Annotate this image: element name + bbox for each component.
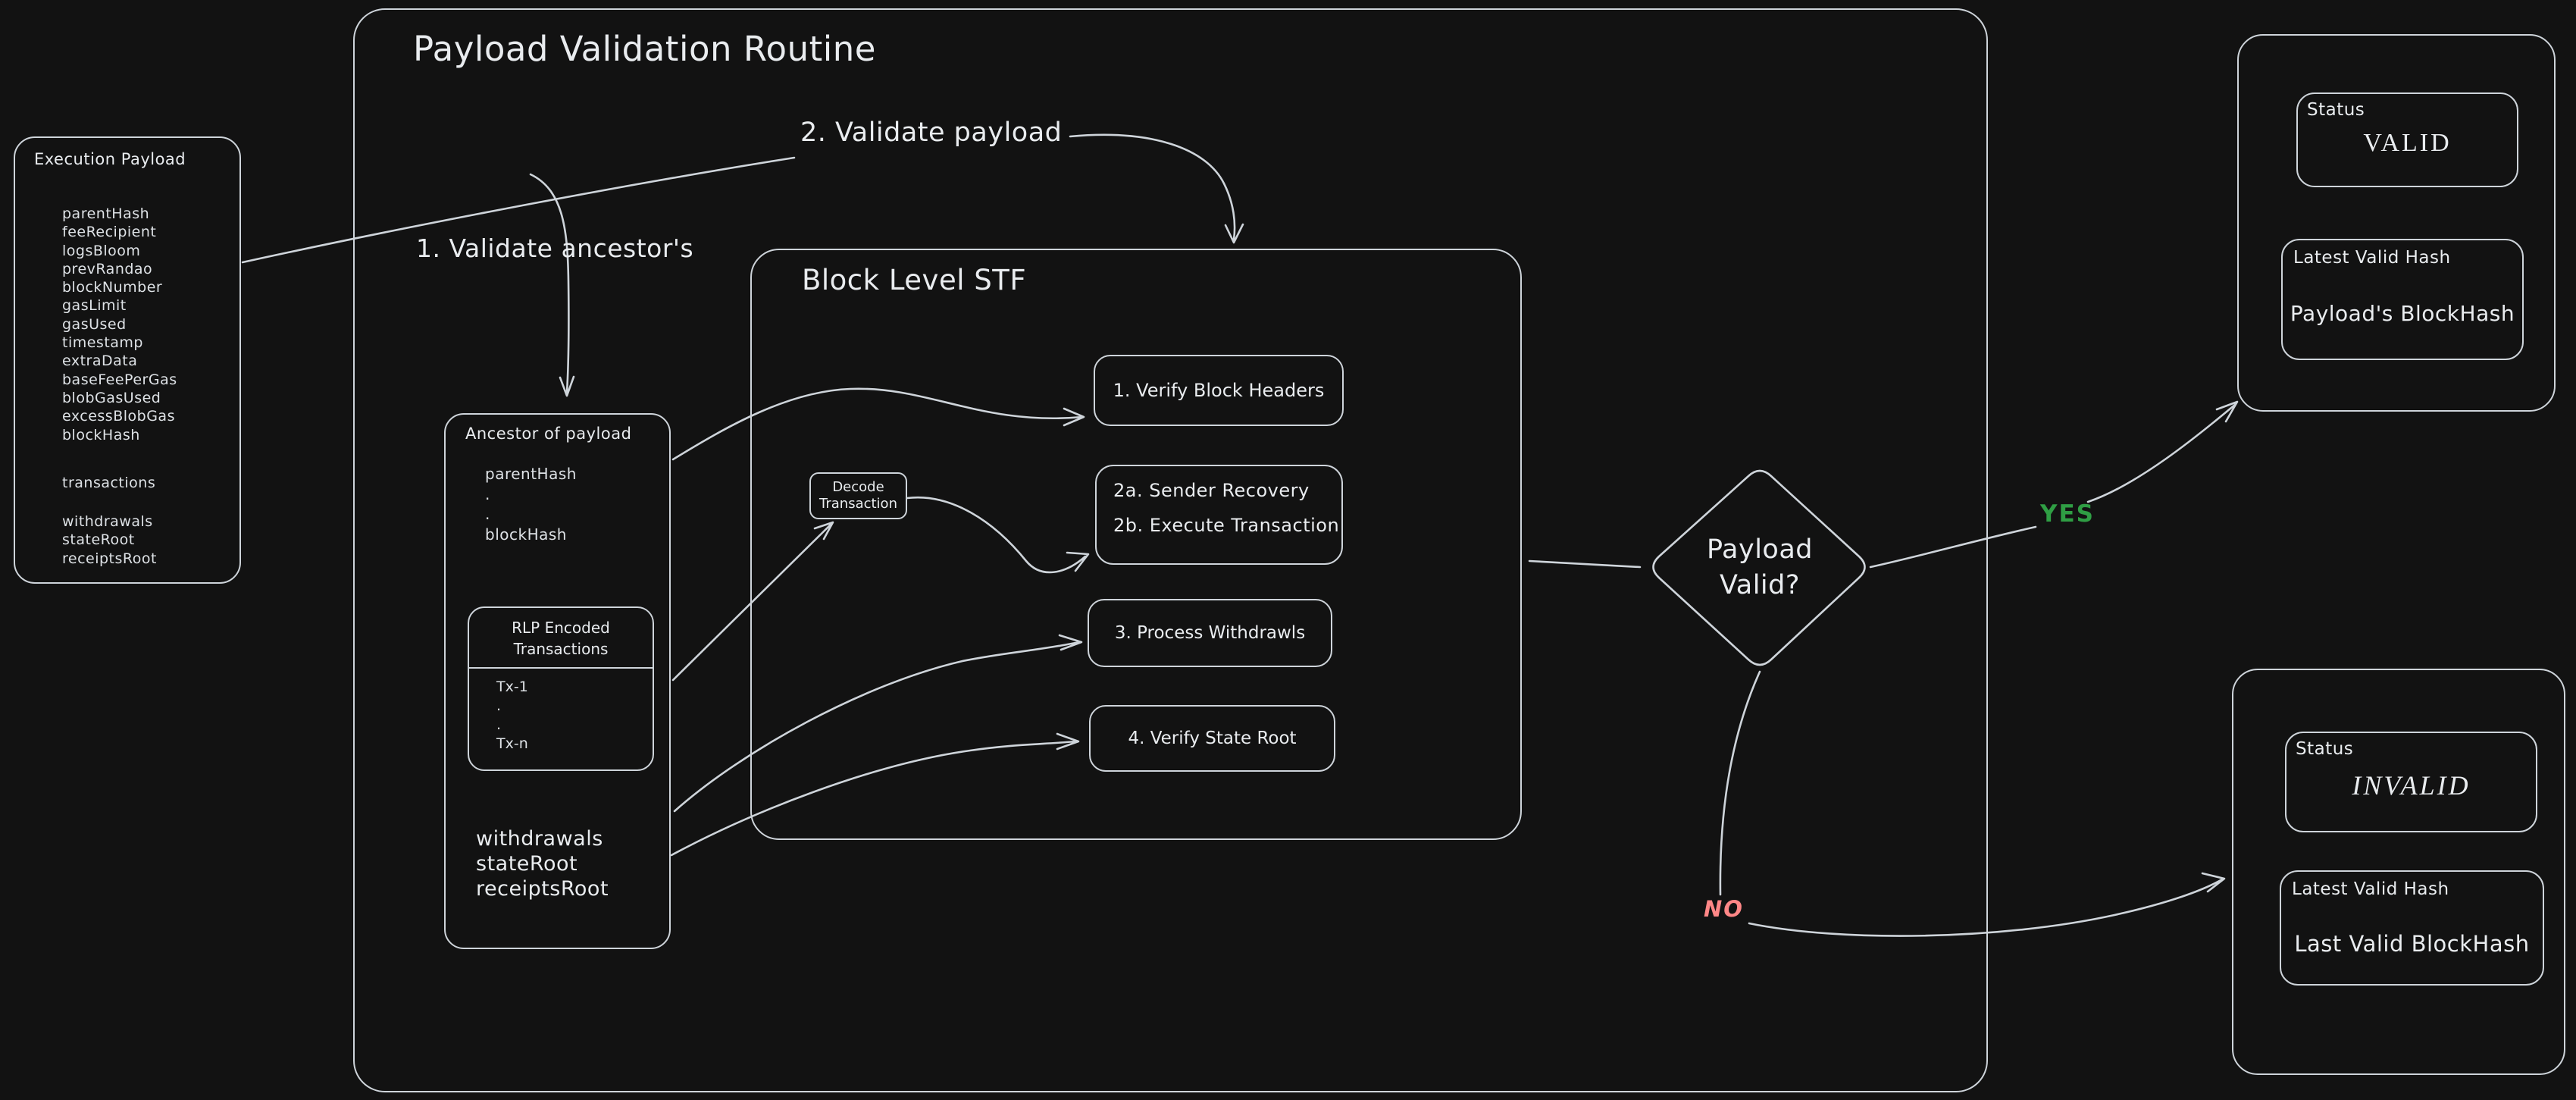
invalid-status-label: Status <box>2296 739 2354 759</box>
execution-payload-box[interactable] <box>14 136 241 584</box>
list-item: blockHash <box>485 525 567 544</box>
main-routine-container[interactable] <box>353 8 1988 1092</box>
yes-label: YES <box>2040 500 2095 528</box>
list-item: excessBlobGas <box>62 408 175 425</box>
decode-line1: Decode <box>832 479 884 495</box>
list-item: withdrawals <box>62 513 153 530</box>
rlp-box[interactable]: RLP Encoded Transactions Tx-1.. Tx-n <box>468 606 654 771</box>
step-execute-transaction-label: 2b. Execute Transaction <box>1113 515 1340 536</box>
list-item: extraData <box>62 353 138 370</box>
step-verify-stateroot-label: 4. Verify State Root <box>1128 729 1297 748</box>
list-item: stateRoot <box>476 852 578 876</box>
list-item: gasUsed <box>62 315 127 333</box>
list-item: blobGasUsed <box>62 389 161 406</box>
ancestor-title: Ancestor of payload <box>465 425 632 443</box>
list-item: Tx-n <box>496 735 528 752</box>
rlp-items: Tx-1.. Tx-n <box>469 669 653 754</box>
invalid-outcome-container[interactable] <box>2232 669 2565 1075</box>
list-item: . <box>485 505 490 523</box>
decode-line2: Transaction <box>819 496 897 512</box>
list-item: Tx-1 <box>496 678 528 695</box>
rlp-title-line2: Transactions <box>513 640 609 658</box>
list-item: withdrawals <box>476 827 603 851</box>
rlp-title-line1: RLP Encoded <box>512 619 610 637</box>
list-item: . <box>496 697 502 714</box>
step-verify-stateroot-box[interactable]: 4. Verify State Root <box>1089 705 1335 772</box>
decision-label: Payload Valid? <box>1684 532 1836 603</box>
list-item: receiptsRoot <box>476 877 609 901</box>
invalid-hash-label: Latest Valid Hash <box>2292 879 2449 899</box>
execution-payload-transactions-field: transactions <box>62 475 156 491</box>
invalid-hash-box[interactable]: Latest Valid Hash Last Valid BlockHash <box>2280 870 2544 986</box>
invalid-hash-value: Last Valid BlockHash <box>2294 931 2530 957</box>
valid-hash-value: Payload's BlockHash <box>2290 301 2515 326</box>
list-item: prevRandao <box>62 260 153 277</box>
valid-hash-label: Latest Valid Hash <box>2293 248 2451 268</box>
list-item: . <box>485 484 490 503</box>
decision-diamond-shape[interactable] <box>1652 469 1866 666</box>
valid-status-value: VALID <box>2363 129 2452 157</box>
stf-title: Block Level STF <box>802 264 1027 296</box>
label-validate-ancestors: 1. Validate ancestor's <box>416 233 694 263</box>
step-process-withdrawals-label: 3. Process Withdrawls <box>1114 623 1306 643</box>
list-item: timestamp <box>62 334 143 352</box>
list-item: . <box>496 716 502 733</box>
list-item: blockNumber <box>62 279 163 296</box>
list-item: receiptsRoot <box>62 550 157 567</box>
label-validate-payload: 2. Validate payload <box>800 118 1063 148</box>
stf-box[interactable] <box>750 249 1522 840</box>
list-item: parentHash <box>62 205 150 222</box>
step-execute-box[interactable]: 2a. Sender Recovery 2b. Execute Transact… <box>1095 465 1343 565</box>
step-process-withdrawals-box[interactable]: 3. Process Withdrawls <box>1088 599 1332 667</box>
arrow-yes-segment-b <box>2086 400 2239 503</box>
invalid-status-box[interactable]: Status INVALID <box>2285 732 2537 832</box>
step-verify-headers-label: 1. Verify Block Headers <box>1113 380 1325 401</box>
list-item: blockHash <box>62 426 140 443</box>
valid-status-label: Status <box>2307 100 2365 120</box>
step-sender-recovery-label: 2a. Sender Recovery <box>1113 480 1310 501</box>
list-item: baseFeePerGas <box>62 371 177 388</box>
list-item: parentHash <box>485 465 577 483</box>
page-title: Payload Validation Routine <box>413 29 876 69</box>
step-verify-headers-box[interactable]: 1. Verify Block Headers <box>1094 355 1344 426</box>
decision-line2: Valid? <box>1720 570 1800 600</box>
list-item: feeRecipient <box>62 224 157 241</box>
valid-status-box[interactable]: Status VALID <box>2296 92 2518 187</box>
ancestor-fields: parentHash.. blockHash <box>485 464 577 544</box>
decode-transaction-box[interactable]: Decode Transaction <box>809 472 907 519</box>
list-item: gasLimit <box>62 297 127 315</box>
invalid-status-value: INVALID <box>2352 770 2471 801</box>
list-item: stateRoot <box>62 531 135 549</box>
valid-hash-box[interactable]: Latest Valid Hash Payload's BlockHash <box>2281 239 2524 360</box>
no-label: NO <box>1704 896 1744 922</box>
decision-line1: Payload <box>1707 534 1813 565</box>
list-item: logsBloom <box>62 242 141 259</box>
execution-payload-title: Execution Payload <box>34 150 186 168</box>
ancestor-box[interactable] <box>444 413 671 949</box>
valid-outcome-container[interactable] <box>2237 34 2556 412</box>
